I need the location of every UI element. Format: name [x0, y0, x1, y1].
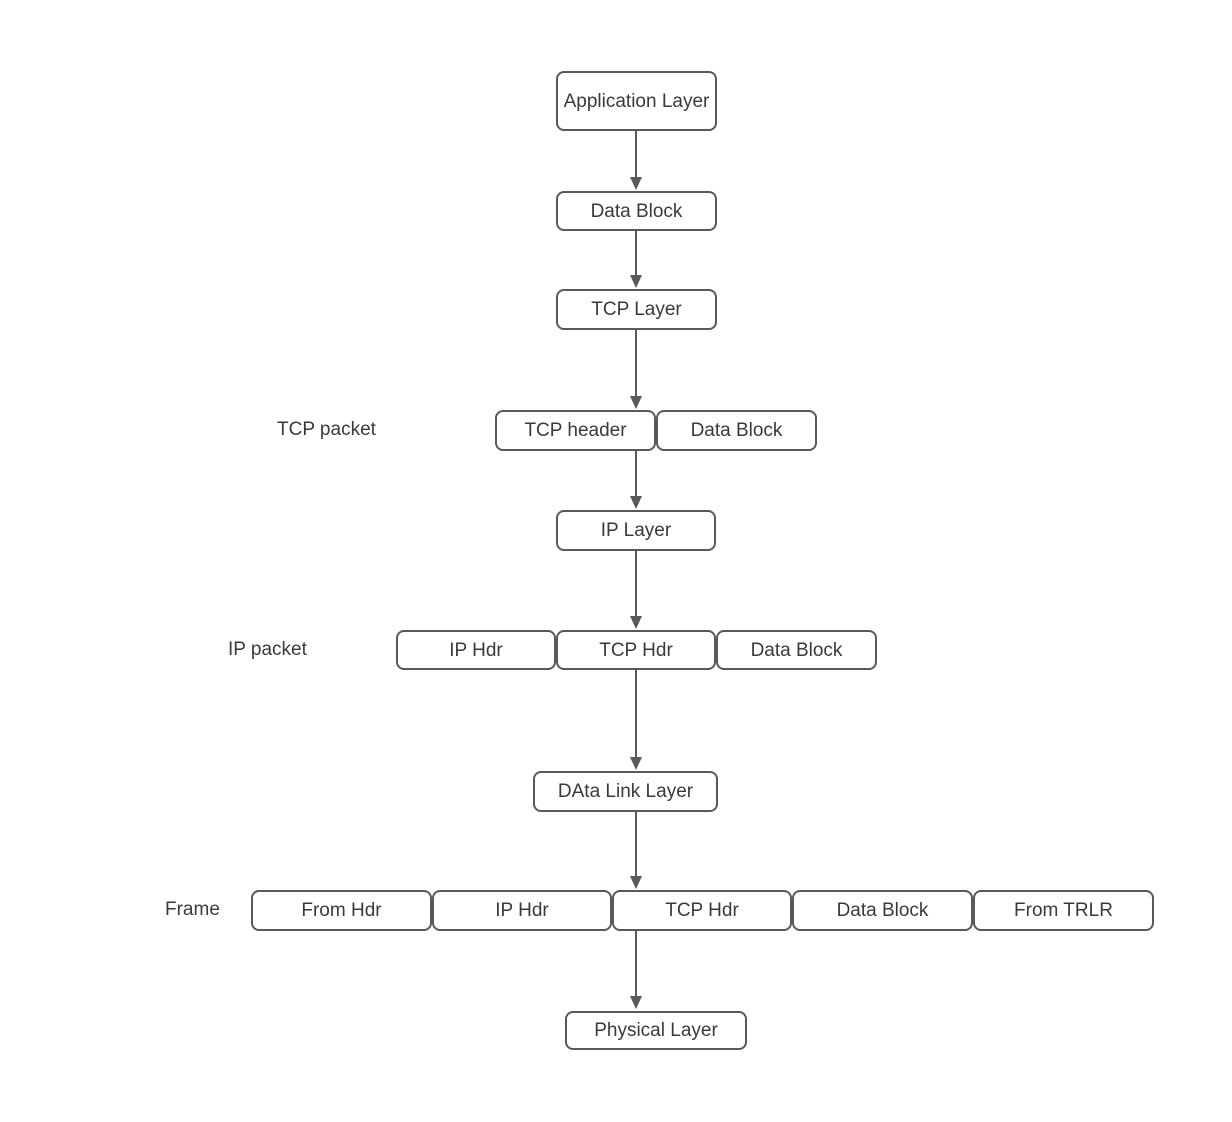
node-ip-layer: IP Layer: [556, 510, 716, 551]
node-data-block-top: Data Block: [556, 191, 717, 231]
node-physical-layer-label: Physical Layer: [594, 1020, 718, 1041]
arrow-line: [635, 551, 637, 616]
label-tcp-packet: TCP packet: [277, 419, 376, 440]
node-tcp-header: TCP header: [495, 410, 656, 451]
node-application-layer-label: Application Layer: [563, 90, 710, 112]
node-tcp-layer: TCP Layer: [556, 289, 717, 330]
arrow-ip-packet-to-data-link: [630, 670, 642, 770]
node-ip-packet-tcp-hdr-label: TCP Hdr: [599, 639, 673, 661]
label-ip-packet: IP packet: [228, 639, 307, 660]
arrow-down-icon: [630, 396, 642, 409]
node-tcp-header-label: TCP header: [524, 420, 627, 441]
arrow-down-icon: [630, 616, 642, 629]
node-frame-ip-hdr-label: IP Hdr: [495, 900, 549, 921]
arrow-tcp-packet-to-ip-layer: [630, 451, 642, 509]
node-frame-from-trlr: From TRLR: [973, 890, 1154, 931]
arrow-line: [635, 131, 637, 177]
node-physical-layer: Physical Layer: [565, 1011, 747, 1050]
node-frame-tcp-hdr-label: TCP Hdr: [665, 900, 739, 921]
node-frame-from-hdr-label: From Hdr: [301, 900, 382, 921]
arrow-data-link-to-frame: [630, 812, 642, 889]
arrow-down-icon: [630, 876, 642, 889]
node-frame-data-block-label: Data Block: [836, 900, 929, 921]
arrow-down-icon: [630, 496, 642, 509]
arrow-line: [635, 812, 637, 876]
node-ip-packet-tcp-hdr: TCP Hdr: [556, 630, 716, 670]
node-data-link-layer: DAta Link Layer: [533, 771, 718, 812]
node-ip-layer-label: IP Layer: [600, 520, 672, 541]
arrow-frame-to-physical: [630, 931, 642, 1009]
node-frame-ip-hdr: IP Hdr: [432, 890, 612, 931]
node-application-layer: Application Layer: [556, 71, 717, 131]
arrow-ip-layer-to-ip-packet: [630, 551, 642, 629]
label-frame: Frame: [165, 899, 220, 920]
arrow-down-icon: [630, 177, 642, 190]
node-tcp-packet-data-block-label: Data Block: [690, 420, 783, 441]
node-ip-packet-ip-hdr: IP Hdr: [396, 630, 556, 670]
node-frame-data-block: Data Block: [792, 890, 973, 931]
node-ip-packet-ip-hdr-label: IP Hdr: [449, 639, 503, 661]
arrow-down-icon: [630, 996, 642, 1009]
node-frame-tcp-hdr: TCP Hdr: [612, 890, 792, 931]
arrow-line: [635, 451, 637, 496]
node-data-block-top-label: Data Block: [590, 200, 683, 222]
arrow-data-block-to-tcp-layer: [630, 231, 642, 288]
node-ip-packet-data-block-label: Data Block: [750, 639, 843, 661]
node-frame-from-trlr-label: From TRLR: [1014, 900, 1113, 921]
arrow-application-to-data-block: [630, 131, 642, 190]
node-tcp-packet-data-block: Data Block: [656, 410, 817, 451]
node-frame-from-hdr: From Hdr: [251, 890, 432, 931]
node-tcp-layer-label: TCP Layer: [591, 299, 682, 320]
arrow-line: [635, 670, 637, 757]
arrow-line: [635, 330, 637, 396]
arrow-down-icon: [630, 757, 642, 770]
node-data-link-layer-label: DAta Link Layer: [557, 781, 694, 802]
node-ip-packet-data-block: Data Block: [716, 630, 877, 670]
arrow-line: [635, 231, 637, 275]
arrow-line: [635, 931, 637, 996]
arrow-down-icon: [630, 275, 642, 288]
arrow-tcp-layer-to-tcp-packet: [630, 330, 642, 409]
